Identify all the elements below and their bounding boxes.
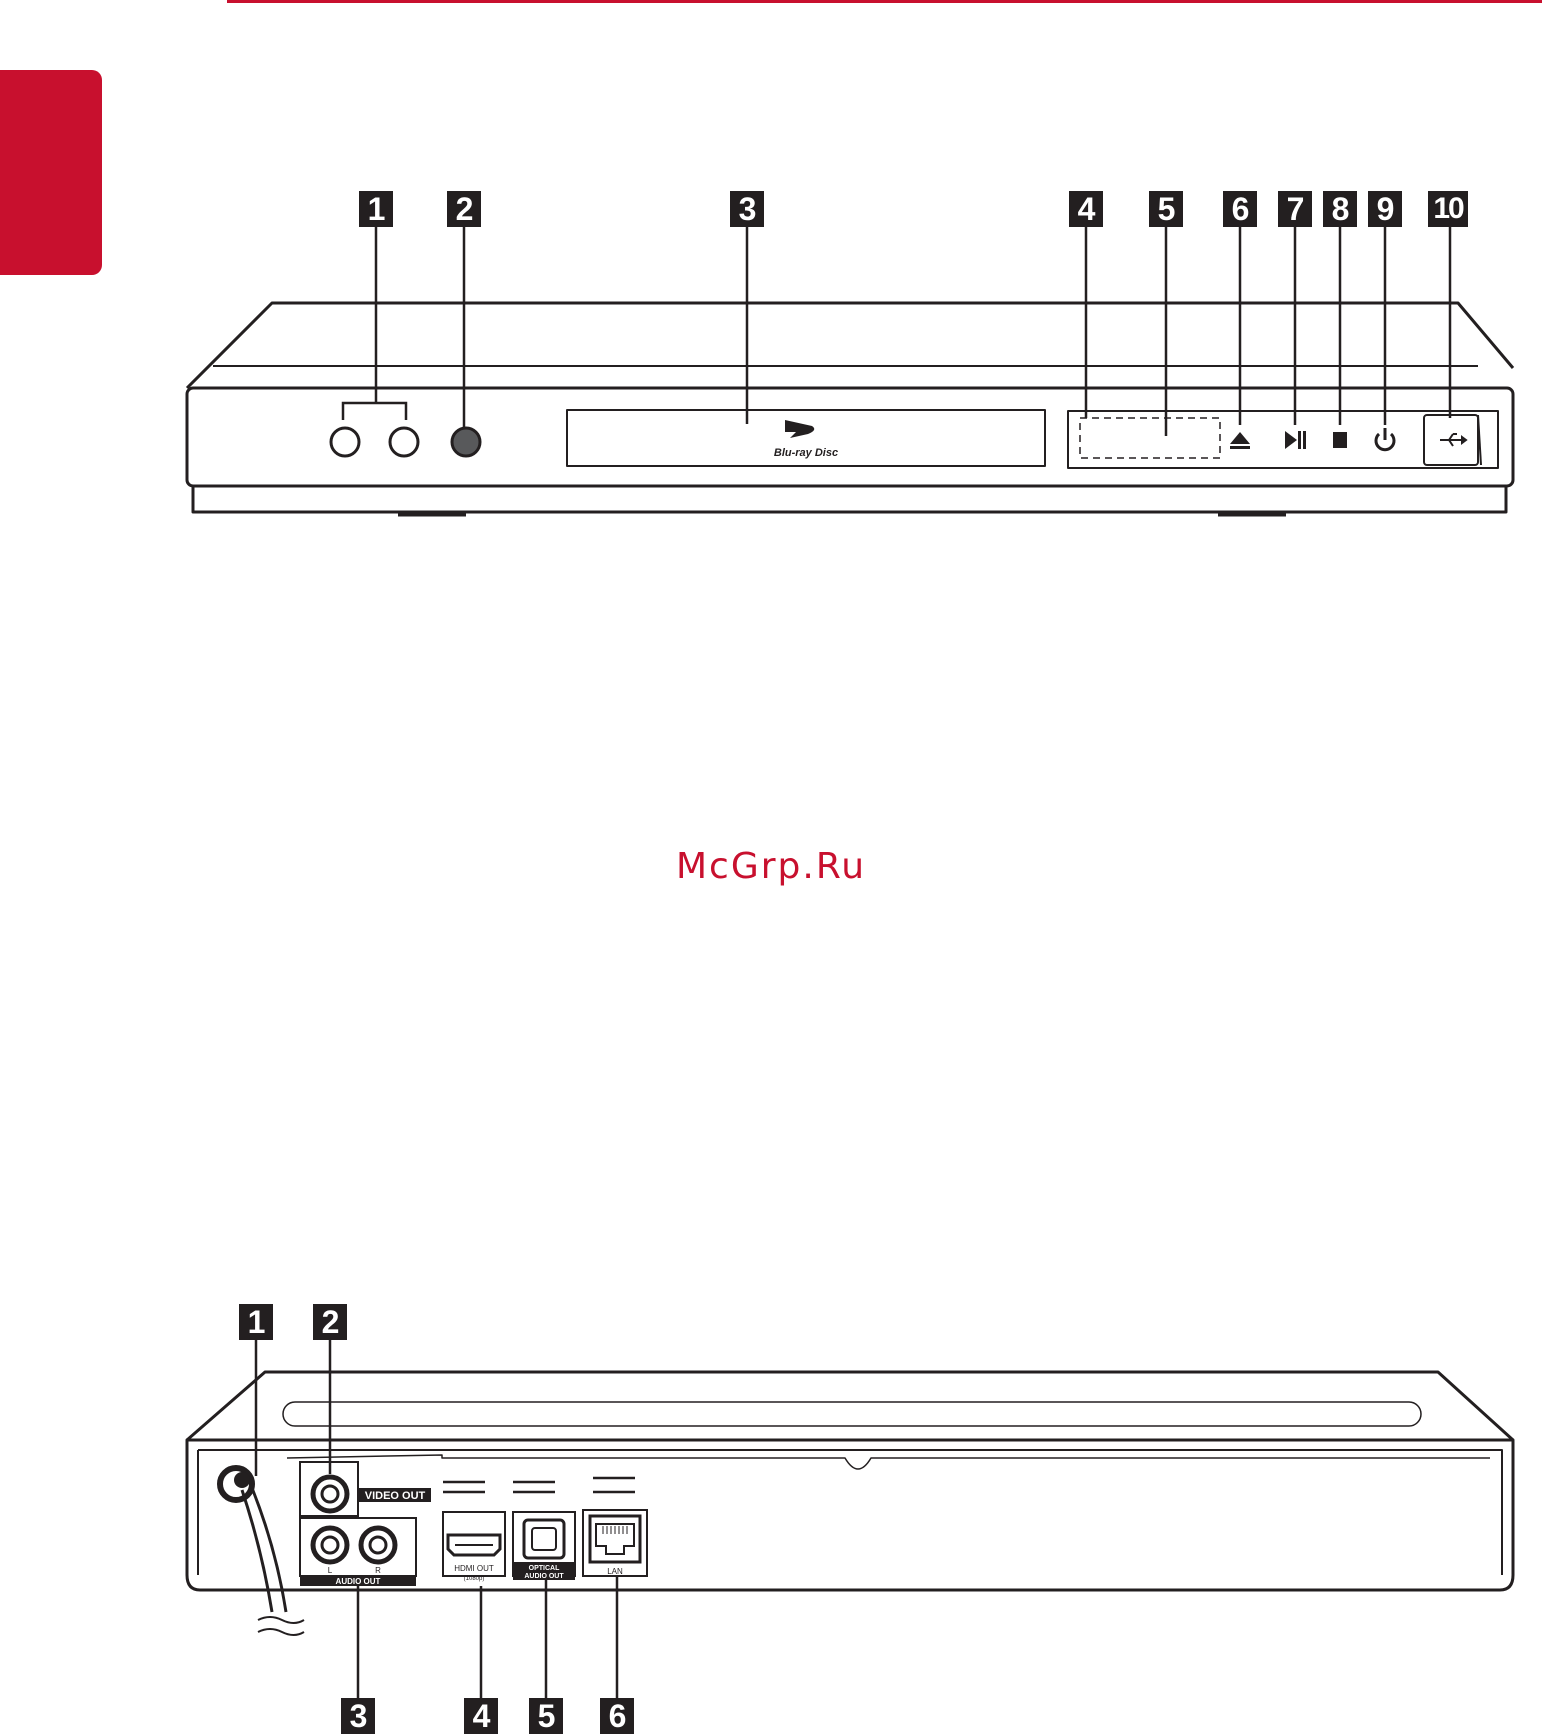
audio-out-jacks[interactable]: L R AUDIO OUT bbox=[300, 1518, 416, 1586]
lan-port[interactable]: LAN bbox=[583, 1478, 647, 1576]
audio-out-label: AUDIO OUT bbox=[336, 1577, 381, 1586]
video-out-jack[interactable]: VIDEO OUT bbox=[300, 1462, 431, 1516]
audio-r-label: R bbox=[375, 1566, 381, 1575]
video-out-label: VIDEO OUT bbox=[365, 1490, 426, 1502]
hdmi-out-port[interactable]: HDMI OUT (1080p) bbox=[443, 1482, 505, 1582]
optical-audio-out-port[interactable]: OPTICAL AUDIO OUT bbox=[513, 1482, 575, 1580]
optical-label-line2: AUDIO OUT bbox=[524, 1573, 564, 1580]
lan-label: LAN bbox=[607, 1567, 623, 1576]
audio-l-label: L bbox=[328, 1566, 333, 1575]
rear-callout-2: 2 bbox=[313, 1304, 347, 1340]
rear-callout-6: 6 bbox=[600, 1698, 634, 1734]
hdmi-label-line2: (1080p) bbox=[464, 1576, 485, 1582]
optical-label-line1: OPTICAL bbox=[529, 1565, 560, 1572]
rear-callout-5: 5 bbox=[529, 1698, 563, 1734]
hdmi-label-line1: HDMI OUT bbox=[454, 1564, 494, 1573]
power-cord bbox=[220, 1468, 304, 1635]
rear-callout-4: 4 bbox=[464, 1698, 498, 1734]
rear-body-outline bbox=[187, 1440, 1513, 1590]
rear-callout-3: 3 bbox=[341, 1698, 375, 1734]
rear-lid-outline bbox=[187, 1372, 1513, 1440]
rear-callout-1: 1 bbox=[239, 1304, 273, 1340]
